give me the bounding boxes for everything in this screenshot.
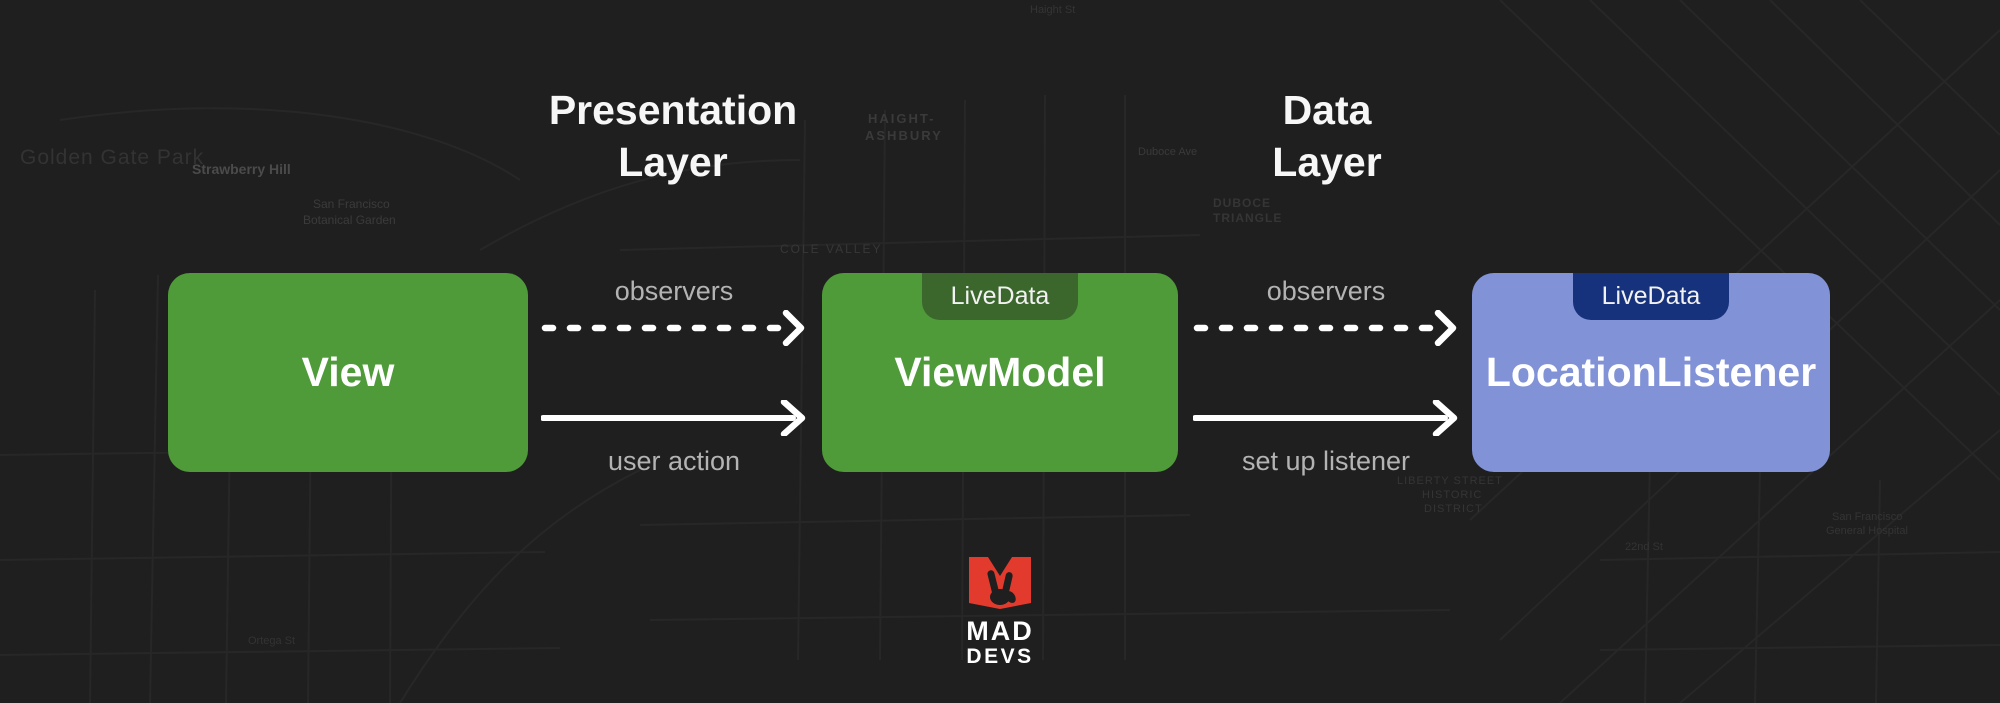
viewmodel-node: LiveData ViewModel — [822, 273, 1178, 472]
observers-label-2: observers — [1266, 276, 1386, 306]
map-label-strawberry-hill: Strawberry Hill — [192, 161, 291, 177]
map-label-hospital-line1: San Francisco — [1832, 511, 1903, 523]
map-label-duboce-triangle-line1: DUBOCE — [1213, 196, 1272, 210]
view-node: View — [168, 273, 528, 472]
data-layer-title: Data Layer — [1127, 84, 1527, 188]
set-up-listener-label: set up listener — [1241, 446, 1411, 476]
map-label-haight-line1: HAIGHT- — [868, 111, 936, 126]
presentation-layer-title: Presentation Layer — [473, 84, 873, 188]
user-action-arrow — [541, 400, 806, 436]
map-label-duboce-triangle-line2: TRIANGLE — [1213, 211, 1283, 225]
mad-devs-emblem-icon — [969, 557, 1031, 609]
viewmodel-livedata-badge: LiveData — [922, 273, 1078, 320]
presentation-layer-title-line2: Layer — [618, 139, 728, 185]
location-listener-livedata-badge-label: LiveData — [1601, 282, 1701, 310]
observers-dashed-arrow-2 — [1193, 310, 1457, 346]
map-label-ortega-st: Ortega St — [248, 635, 296, 647]
map-label-liberty-line2: HISTORIC — [1422, 489, 1483, 501]
map-label-botanical-line1: San Francisco — [313, 197, 390, 211]
map-label-liberty-line3: DISTRICT — [1424, 503, 1483, 515]
mad-devs-logo: MAD DEVS — [900, 557, 1100, 667]
observers-dashed-arrow-1 — [541, 310, 805, 346]
map-label-cole-valley: COLE VALLEY — [780, 242, 883, 256]
mad-devs-logo-word-mad: MAD — [966, 616, 1034, 646]
map-label-botanical-line2: Botanical Garden — [303, 213, 396, 227]
observers-label-1: observers — [614, 276, 734, 306]
map-label-hospital-line2: General Hospital — [1826, 525, 1908, 537]
data-layer-title-line1: Data — [1282, 87, 1372, 133]
mad-devs-logo-word-devs: DEVS — [966, 645, 1034, 668]
map-label-22nd-st: 22nd St — [1625, 541, 1663, 553]
data-layer-title-line2: Layer — [1272, 139, 1382, 185]
map-label-golden-gate-park: Golden Gate Park — [20, 146, 205, 169]
location-listener-node-label: LocationListener — [1485, 349, 1817, 395]
set-up-listener-arrow — [1193, 400, 1458, 436]
viewmodel-node-label: ViewModel — [894, 349, 1106, 395]
presentation-layer-title-line1: Presentation — [548, 87, 798, 133]
location-listener-livedata-badge: LiveData — [1573, 273, 1729, 320]
map-label-duboce-ave: Duboce Ave — [1138, 146, 1198, 158]
location-listener-node: LiveData LocationListener — [1472, 273, 1830, 472]
map-label-haight-st: Haight St — [1030, 4, 1076, 16]
map-label-liberty-line1: LIBERTY STREET — [1397, 475, 1503, 487]
user-action-label: user action — [607, 446, 741, 476]
viewmodel-livedata-badge-label: LiveData — [950, 282, 1050, 310]
view-node-label: View — [301, 349, 395, 395]
map-label-haight-line2: ASHBURY — [865, 128, 943, 143]
